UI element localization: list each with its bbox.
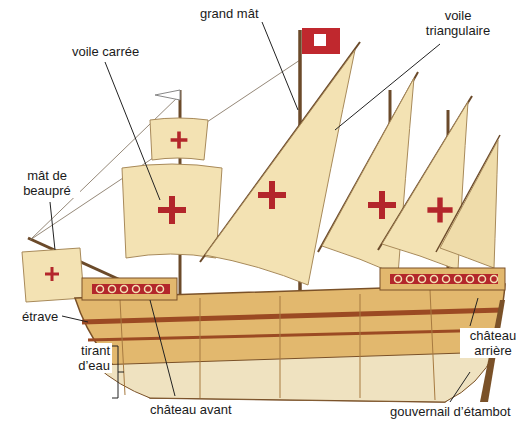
- part-label: gouvernail d’étambot: [388, 404, 513, 419]
- part-label: mât de beaupré: [14, 168, 80, 198]
- part-label: étrave: [20, 309, 60, 324]
- part-label: tirant d’eau: [56, 343, 112, 373]
- part-label: château arrière: [460, 328, 526, 358]
- part-label: château avant: [148, 402, 234, 417]
- part-label: grand mât: [198, 6, 261, 21]
- part-label: voile carrée: [70, 44, 141, 59]
- part-label: voile triangulaire: [412, 8, 504, 38]
